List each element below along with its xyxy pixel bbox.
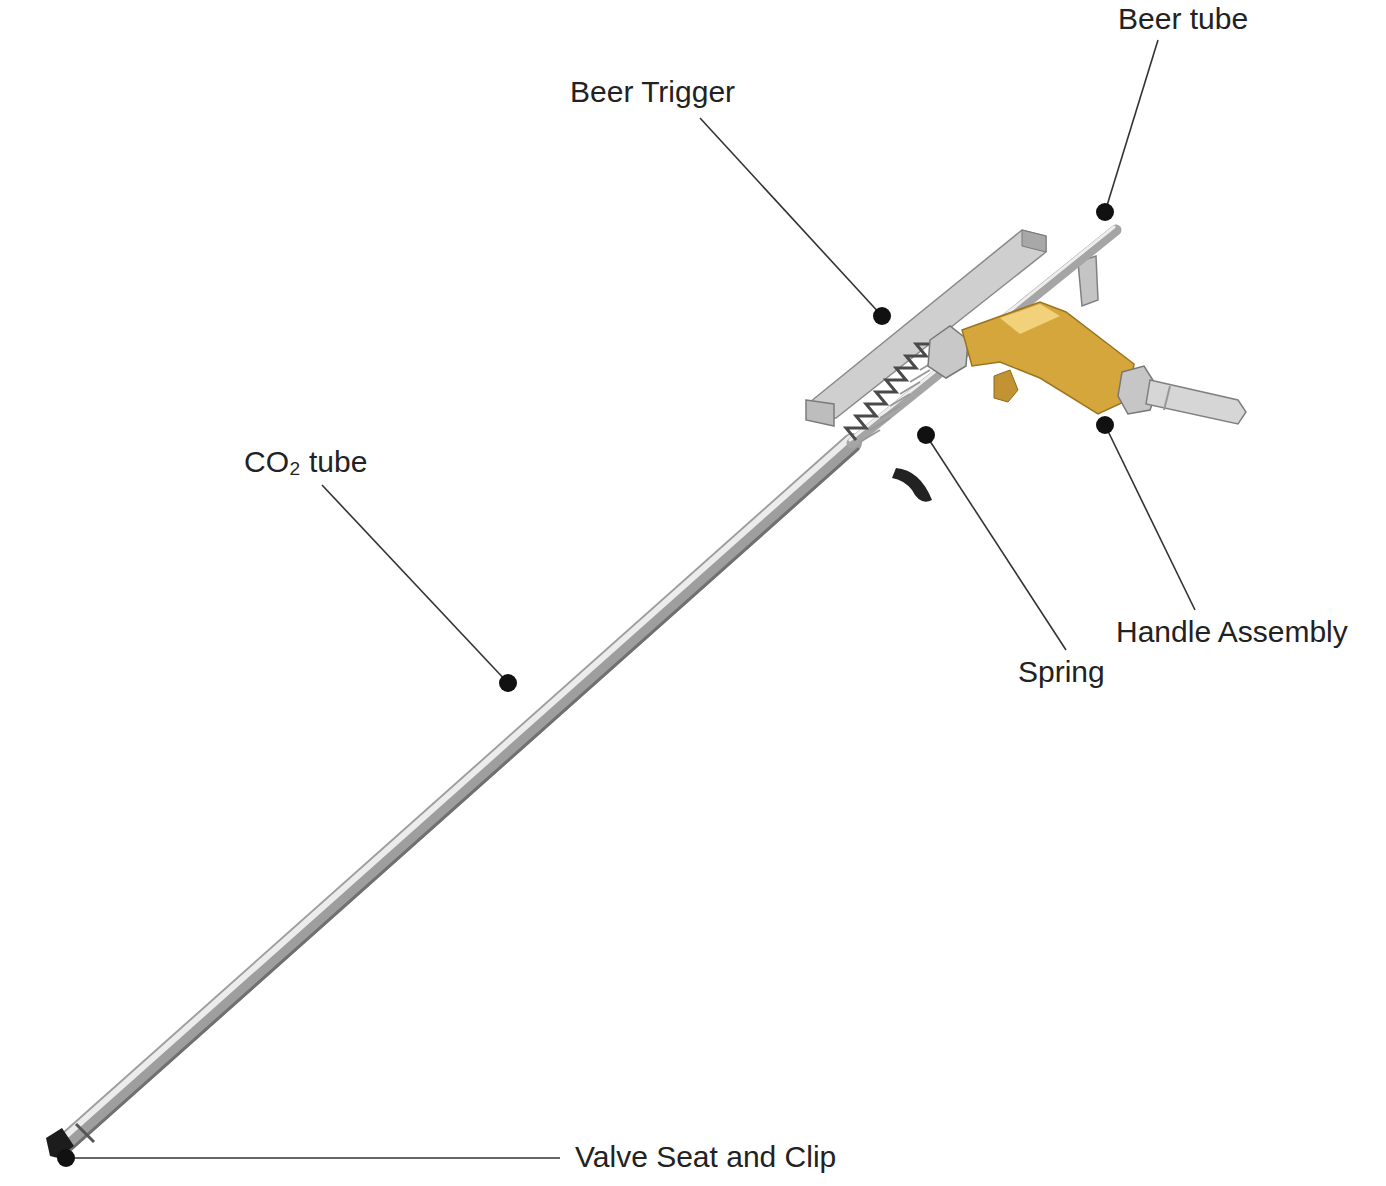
brass-highlight [1000,304,1060,334]
barb-ring [1164,386,1170,410]
tube-highlight [60,438,850,1141]
tube-shadow [68,449,858,1152]
hex-nut [928,326,968,378]
leader-line [1105,40,1158,212]
handle-assembly [928,302,1246,424]
leader-line [926,435,1066,650]
callout-dot [1096,416,1114,434]
hose-barb [1146,380,1246,424]
leader-line [322,485,508,683]
leader-line [66,1157,560,1159]
callout-dot [917,426,935,444]
tube-body [62,443,852,1146]
bracket-front [806,400,834,426]
bracket-lip [1022,230,1046,252]
clip [76,1124,94,1142]
callout-dot [1096,203,1114,221]
callout-dot [57,1149,75,1167]
part-label: CO₂ tube [244,445,367,478]
spring-coil [846,344,936,440]
part-label: Handle Assembly [1116,615,1348,648]
leader-line [700,118,882,316]
callout-dot [499,674,517,692]
leader-line [1105,425,1195,610]
part-label: Spring [1018,655,1105,688]
co2-tube [60,438,858,1152]
brass-body [962,302,1134,414]
callout-dots [57,203,1114,1167]
part-label: Valve Seat and Clip [575,1140,836,1173]
brass-knob [994,370,1018,402]
part-label: Beer tube [1118,2,1248,35]
part-label: Beer Trigger [570,75,735,108]
trigger-lever [892,468,932,502]
callout-dot [873,307,891,325]
